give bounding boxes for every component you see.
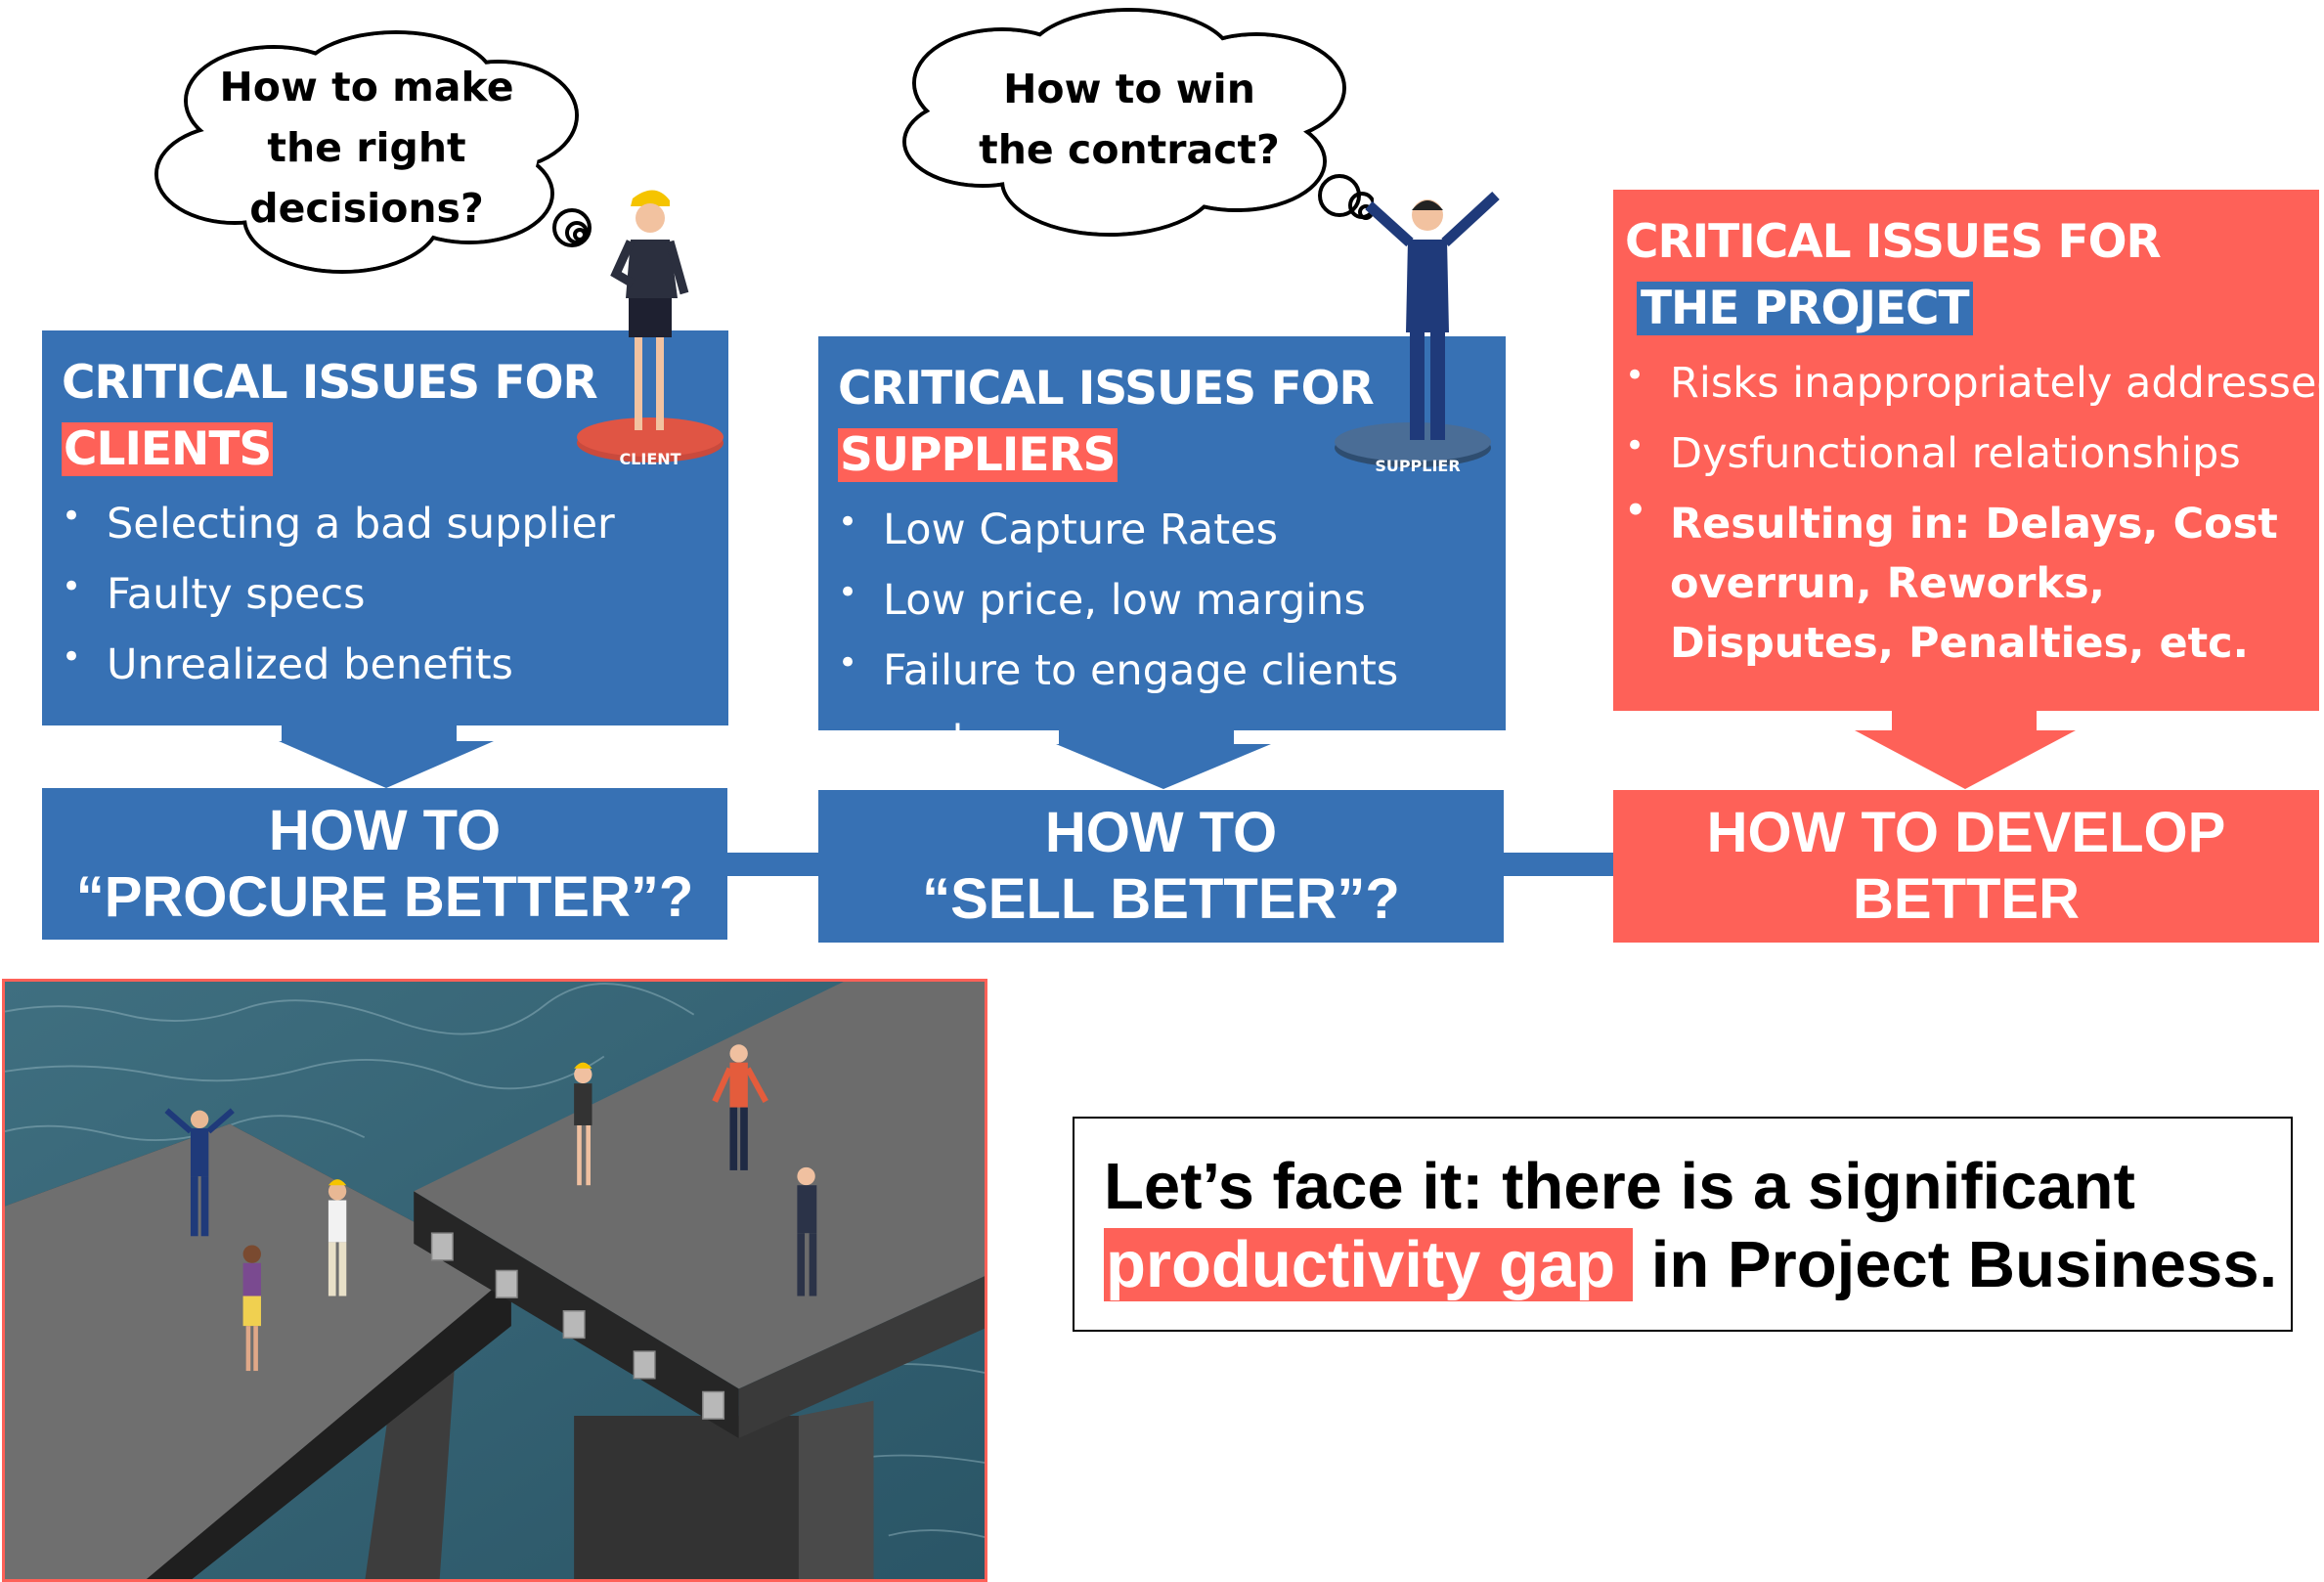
clients-title-highlight: CLIENTS	[62, 422, 274, 476]
project-title-line1: CRITICAL ISSUES FOR	[1625, 215, 2162, 269]
quote-highlight: productivity gap	[1104, 1228, 1634, 1301]
cloud-text-line: the contract?	[979, 126, 1280, 173]
bridge-gap-illustration	[2, 979, 987, 1582]
supplier-badge-text: SUPPLIER	[1375, 457, 1460, 475]
clients-bullet-list: Selecting a bad supplier Faulty specs Un…	[62, 481, 728, 700]
cloud-text-line: decisions?	[249, 185, 484, 232]
list-item: Faulty specs	[62, 551, 728, 630]
cloud-text-line: How to make	[219, 64, 514, 110]
down-arrow-icon	[1056, 728, 1271, 789]
connector-bar	[1501, 853, 1616, 876]
supplier-figure-icon: SUPPLIER	[1335, 191, 1500, 475]
cloud-text-line: the right	[267, 124, 466, 171]
project-title-highlight: THE PROJECT	[1637, 282, 1973, 335]
suppliers-bullet-list: Low Capture Rates Low price, low margins…	[838, 487, 1506, 776]
project-bullet-list: Risks inappropriately addressed Dysfunct…	[1625, 340, 2324, 674]
how-line2: BETTER	[1853, 867, 2080, 931]
list-item: Risks inappropriately addressed	[1625, 340, 2324, 418]
suppliers-issues-box: CRITICAL ISSUES FOR SUPPLIERS Low Captur…	[818, 336, 1506, 766]
how-line1: HOW TO	[268, 798, 502, 862]
list-item: Low Capture Rates	[838, 487, 1506, 565]
down-arrow-icon	[1855, 709, 2076, 789]
suppliers-title-highlight: SUPPLIERS	[838, 428, 1118, 482]
how-line2: “SELL BETTER”?	[922, 867, 1400, 931]
client-badge-text: CLIENT	[619, 450, 680, 468]
productivity-gap-quote: Let’s face it: there is a significant pr…	[1073, 1117, 2293, 1332]
down-arrow-icon	[279, 724, 494, 788]
list-item: Selecting a bad supplier	[62, 481, 728, 559]
client-figure-icon: CLIENT	[577, 190, 724, 468]
connector-bar	[724, 853, 821, 876]
list-item: Failure to engage clients early	[838, 628, 1506, 776]
sell-better-box: HOW TO “SELL BETTER”?	[818, 790, 1504, 943]
list-item: Resulting in: Delays, Cost overrun, Rewo…	[1625, 481, 2319, 674]
cloud-text-line: How to win	[1003, 66, 1255, 112]
list-item: Low price, low margins	[838, 557, 1506, 636]
list-item: Dysfunctional relationships	[1625, 411, 2319, 489]
clients-issues-box: CRITICAL ISSUES FOR CLIENTS Selecting a …	[42, 330, 728, 725]
quote-part2: in Project Business.	[1633, 1228, 2278, 1301]
clients-title-line1: CRITICAL ISSUES FOR	[62, 356, 598, 410]
how-line1: HOW TO DEVELOP	[1706, 801, 2226, 864]
develop-better-box: HOW TO DEVELOP BETTER	[1613, 790, 2319, 943]
procure-better-box: HOW TO “PROCURE BETTER”?	[42, 788, 727, 940]
people-figures	[164, 1044, 817, 1372]
list-item: Unrealized benefits	[62, 622, 728, 700]
quote-part1: Let’s face it: there is a significant	[1104, 1150, 2135, 1223]
suppliers-title-line1: CRITICAL ISSUES FOR	[838, 362, 1375, 416]
bridge-scene-icon	[5, 982, 985, 1579]
how-line2: “PROCURE BETTER”?	[75, 864, 694, 929]
cloud-shape-icon	[902, 8, 1374, 237]
thought-cloud-supplier: How to win the contract?	[895, 5, 1374, 249]
thought-cloud-client: How to make the right decisions?	[147, 27, 621, 282]
how-line1: HOW TO	[1044, 801, 1278, 864]
project-issues-box: CRITICAL ISSUES FOR THE PROJECT Risks in…	[1613, 190, 2324, 711]
cloud-shape-icon	[154, 30, 592, 274]
